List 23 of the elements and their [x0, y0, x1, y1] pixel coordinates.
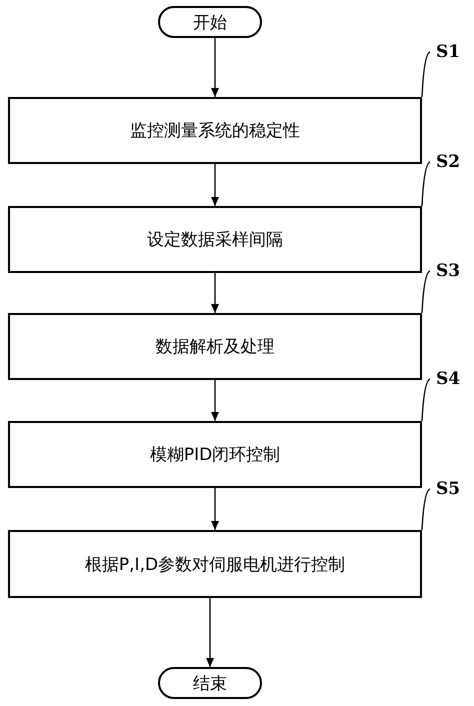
- step-label: S4: [430, 367, 466, 391]
- step-label: S3: [430, 259, 466, 283]
- process-box: 数据解析及处理: [8, 313, 422, 380]
- arrow: [211, 164, 219, 206]
- leader-line: [421, 270, 430, 314]
- leader-line: [421, 51, 430, 98]
- arrow: [211, 488, 219, 530]
- leader-line: [421, 378, 430, 422]
- process-box: 监控测量系统的稳定性: [8, 97, 422, 164]
- arrow: [211, 38, 219, 97]
- step-label: S5: [430, 477, 466, 501]
- process-box: 设定数据采样间隔: [8, 206, 422, 273]
- process-box: 模糊PID闭环控制: [8, 421, 422, 488]
- step-label: S1: [430, 40, 466, 64]
- leader-line: [421, 488, 430, 530]
- process-box: 根据P,I,D参数对伺服电机进行控制: [8, 530, 422, 598]
- end-terminal: 结束: [158, 667, 262, 699]
- arrow: [211, 380, 219, 421]
- arrow: [211, 273, 219, 313]
- leader-line: [421, 161, 430, 206]
- step-label: S2: [430, 150, 466, 174]
- arrow: [206, 598, 214, 667]
- start-terminal: 开始: [158, 6, 262, 38]
